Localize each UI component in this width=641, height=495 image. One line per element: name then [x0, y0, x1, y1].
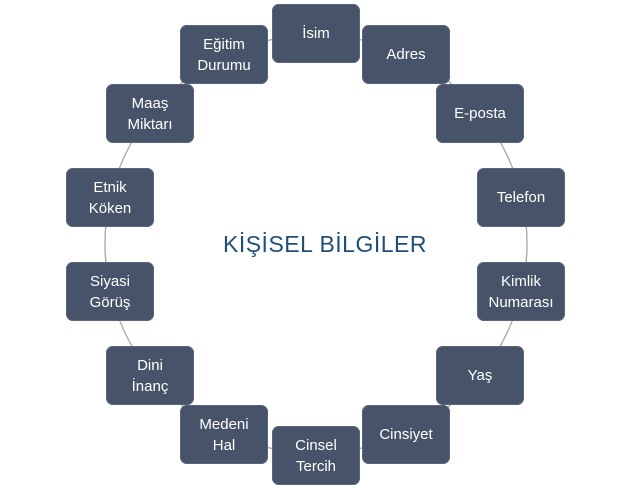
node-label: E-posta	[454, 105, 506, 122]
node-label: Eğitim Durumu	[197, 35, 251, 74]
node-maas-miktari: Maaş Miktarı	[106, 84, 194, 143]
node-label: Siyasi Görüş	[89, 272, 131, 311]
node-label: İsim	[302, 25, 330, 42]
node-siyasi-gorus: Siyasi Görüş	[66, 262, 154, 321]
node-label: Medeni Hal	[199, 415, 249, 454]
node-telefon: Telefon	[477, 168, 565, 227]
node-cinsiyet: Cinsiyet	[362, 405, 450, 464]
node-label: Telefon	[496, 189, 546, 206]
node-isim: İsim	[272, 4, 360, 63]
node-label: Adres	[386, 46, 426, 63]
node-label: Yaş	[467, 367, 493, 384]
node-egitim-durumu: Eğitim Durumu	[180, 25, 268, 84]
node-label: Kimlik Numarası	[488, 272, 554, 311]
node-etnik-koken: Etnik Köken	[66, 168, 154, 227]
node-label: Etnik Köken	[88, 178, 132, 217]
node-yas: Yaş	[436, 346, 524, 405]
node-dini-inanc: Dini İnanç	[106, 346, 194, 405]
node-label: Cinsel Tercih	[295, 436, 337, 475]
node-e-posta: E-posta	[436, 84, 524, 143]
center-title: KİŞİSEL BİLGİLER	[222, 231, 428, 257]
node-medeni-hal: Medeni Hal	[180, 405, 268, 464]
node-adres: Adres	[362, 25, 450, 84]
node-cinsel-tercih: Cinsel Tercih	[272, 426, 360, 485]
node-kimlik-numarasi: Kimlik Numarası	[477, 262, 565, 321]
node-label: Maaş Miktarı	[127, 94, 173, 133]
node-label: Dini İnanç	[131, 356, 169, 395]
node-label: Cinsiyet	[379, 426, 433, 443]
